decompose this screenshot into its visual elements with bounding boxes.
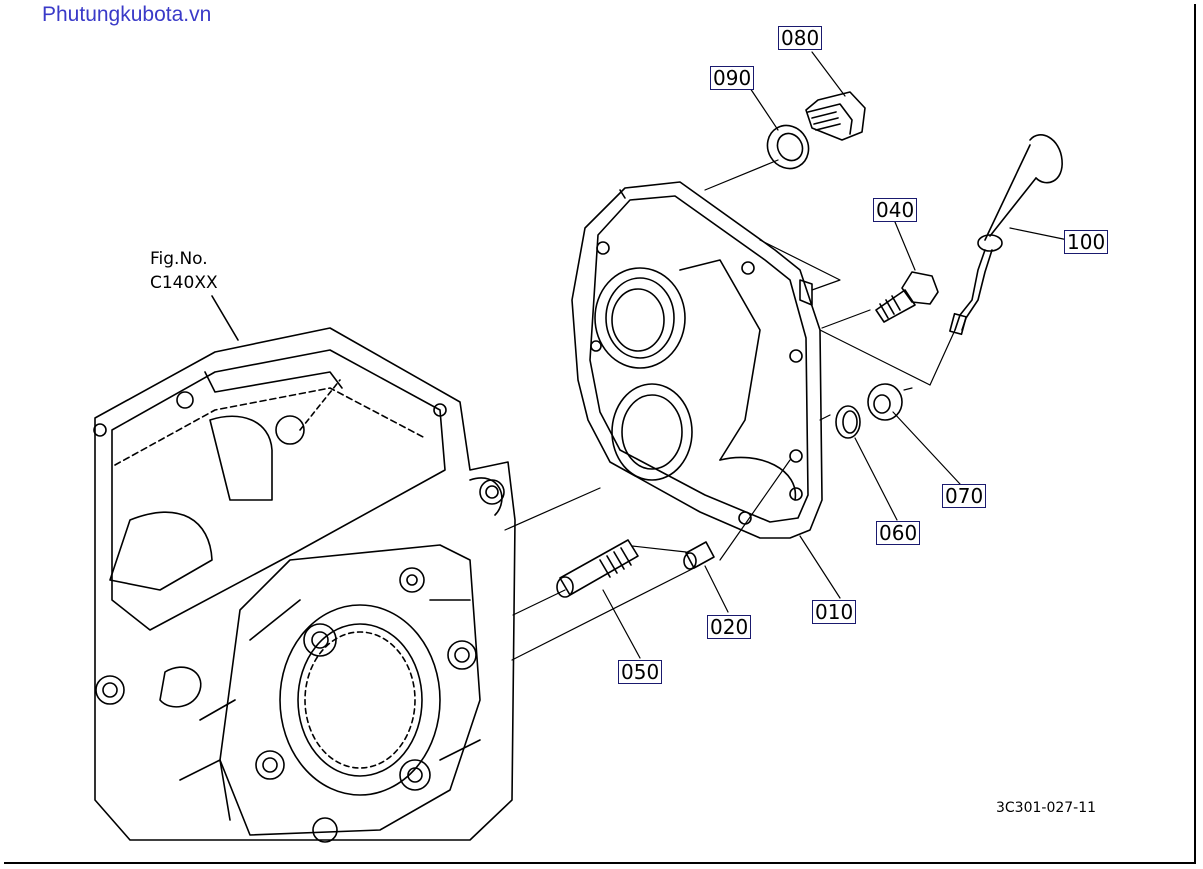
fig-number-value: C140XX: [150, 273, 218, 293]
engine-block-drawing: [93, 327, 516, 843]
pin-020-drawing: [683, 541, 715, 570]
stud-050-drawing: [556, 539, 639, 598]
part-label-100[interactable]: 100: [1064, 230, 1109, 254]
part-label-070[interactable]: 070: [942, 484, 987, 508]
part-label-060[interactable]: 060: [876, 521, 921, 545]
part-label-040[interactable]: 040: [873, 198, 918, 222]
part-label-050[interactable]: 050: [618, 660, 663, 684]
part-label-020[interactable]: 020: [707, 615, 752, 639]
drawing-code: 3C301-027-11: [996, 800, 1097, 816]
fig-leader-line: [211, 295, 239, 341]
part-label-080[interactable]: 080: [778, 26, 823, 50]
projection-lines: [504, 51, 1069, 661]
watermark-text: Phutungkubota.vn: [42, 3, 212, 26]
bushing-070-drawing: [867, 383, 903, 421]
gear-case-cover-drawing: [571, 181, 823, 539]
drawing-frame: [4, 4, 1196, 864]
fig-number-label: Fig.No.: [150, 249, 208, 269]
part-label-010[interactable]: 010: [812, 600, 857, 624]
dipstick-100-drawing: [949, 134, 1063, 336]
snap-ring-060-drawing: [835, 405, 861, 439]
bolt-040-drawing: [875, 271, 939, 323]
part-label-090[interactable]: 090: [710, 66, 755, 90]
gasket-090-drawing: [766, 124, 810, 170]
plug-080-drawing: [805, 91, 866, 141]
